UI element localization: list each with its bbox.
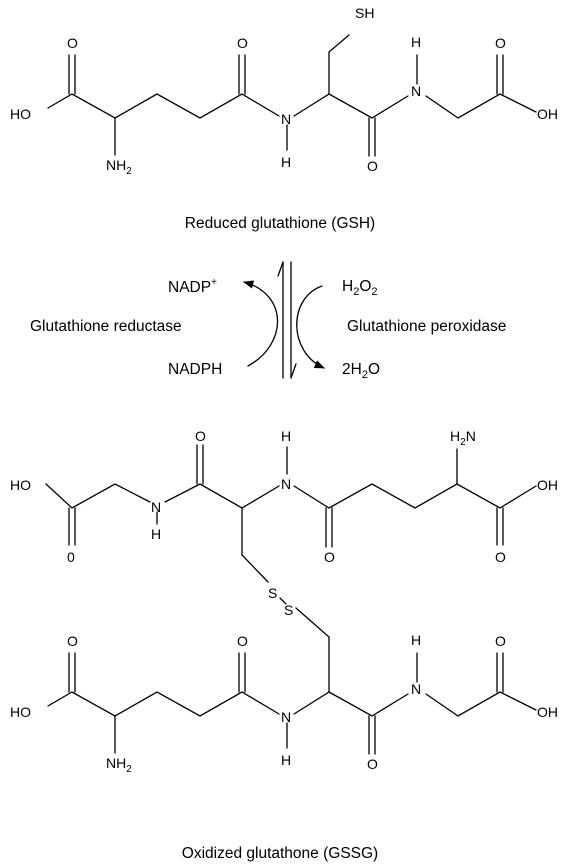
gssg-bottom-carboxyl-oxygen-label: O xyxy=(67,633,78,649)
gssg-bottom-glycine-hydrogen-label: H xyxy=(411,632,421,648)
nadp-plus-label: NADP+ xyxy=(168,277,217,296)
gssg-bottom-glycine-hydroxyl-label: OH xyxy=(537,704,558,720)
glutathione-reductase-label: Glutathione reductase xyxy=(30,318,182,335)
gsh-amine-label: NH2 xyxy=(106,157,132,177)
water-label: 2H2O xyxy=(342,361,380,381)
gssg-caption: Oxidized glutathone (GSSG) xyxy=(182,845,378,862)
reductase-curved-arrow xyxy=(242,280,279,367)
gssg-bottom-glycine-carbonyl-label: O xyxy=(495,633,506,649)
gsh-bonds xyxy=(47,34,537,157)
equilibrium-arrows xyxy=(277,261,297,379)
gsh-caption: Reduced glutathione (GSH) xyxy=(185,215,375,232)
gssg-top-left-nitrogen-label: N xyxy=(151,499,161,515)
gssg-top-acid-hydroxyl-label: OH xyxy=(537,477,558,493)
gssg-top-nh-hydrogen-label: H xyxy=(281,428,291,444)
disulfide-bridge: S S xyxy=(268,585,330,638)
gssg-bottom-amide-hydrogen-label: H xyxy=(281,752,291,768)
nadph-label: NADPH xyxy=(168,361,222,378)
gssg-bottom-bonds xyxy=(47,636,537,755)
gsh-glycine-hydrogen-label: H xyxy=(411,34,421,50)
gssg-top-glutamyl-carbonyl-label: O xyxy=(324,549,335,565)
gssg-top-amine-label: H2N xyxy=(450,428,476,448)
gsh-cysteine-carbonyl-label: O xyxy=(367,158,378,174)
gssg-top-right-nitrogen-label: N xyxy=(281,476,291,492)
gssg-top-bonds xyxy=(45,444,537,583)
gssg-top-amide-oxygen-label: O xyxy=(195,428,206,444)
gsh-amide-hydrogen-label: H xyxy=(281,154,291,170)
gssg-top-chain: HO 0 N H O H N O H2N OH O xyxy=(10,428,558,583)
glutathione-peroxidase-label: Glutathione peroxidase xyxy=(347,318,506,335)
gssg-top-carboxyl-oxygen-label: 0 xyxy=(67,549,75,565)
gssg-bottom-amide-nitrogen-label: N xyxy=(281,709,291,725)
gssg-bottom-amine-label: NH2 xyxy=(106,755,132,775)
gsh-thiol-label: SH xyxy=(355,5,374,21)
gsh-hydroxyl-label: HO xyxy=(10,106,31,122)
gsh-glycine-carbonyl-label: O xyxy=(495,35,506,51)
gssg-bottom-hydroxyl-label: HO xyxy=(10,704,31,720)
gssg-bottom-chain: O HO NH2 O N H H N O O OH xyxy=(10,632,558,775)
gssg-top-left-hydrogen-label: H xyxy=(151,526,161,542)
gssg-top-acid-oxygen-label: O xyxy=(495,549,506,565)
gssg-top-hydroxyl-label: HO xyxy=(10,477,31,493)
gsh-amide-oxygen-label: O xyxy=(237,35,248,51)
gssg-bottom-glycine-nitrogen-label: N xyxy=(411,681,421,697)
gsh-glycine-nitrogen-label: N xyxy=(411,83,421,99)
sulfur-1-label: S xyxy=(268,585,277,601)
hydrogen-peroxide-label: H2O2 xyxy=(342,278,378,298)
gsh-glycine-hydroxyl-label: OH xyxy=(537,106,558,122)
sulfur-2-label: S xyxy=(284,602,293,618)
gssg-bottom-amide-oxygen-label: O xyxy=(237,633,248,649)
gssg-bottom-cysteine-carbonyl-label: O xyxy=(367,756,378,772)
peroxidase-curved-arrow xyxy=(296,285,325,369)
gsh-structure: SH O HO NH2 O N H H N O O OH xyxy=(10,5,558,177)
gsh-amide-nitrogen-label: N xyxy=(281,111,291,127)
reaction-scheme: NADP+ Glutathione reductase NADPH H2O2 G… xyxy=(30,261,506,381)
gsh-carboxyl-oxygen-label: O xyxy=(67,35,78,51)
